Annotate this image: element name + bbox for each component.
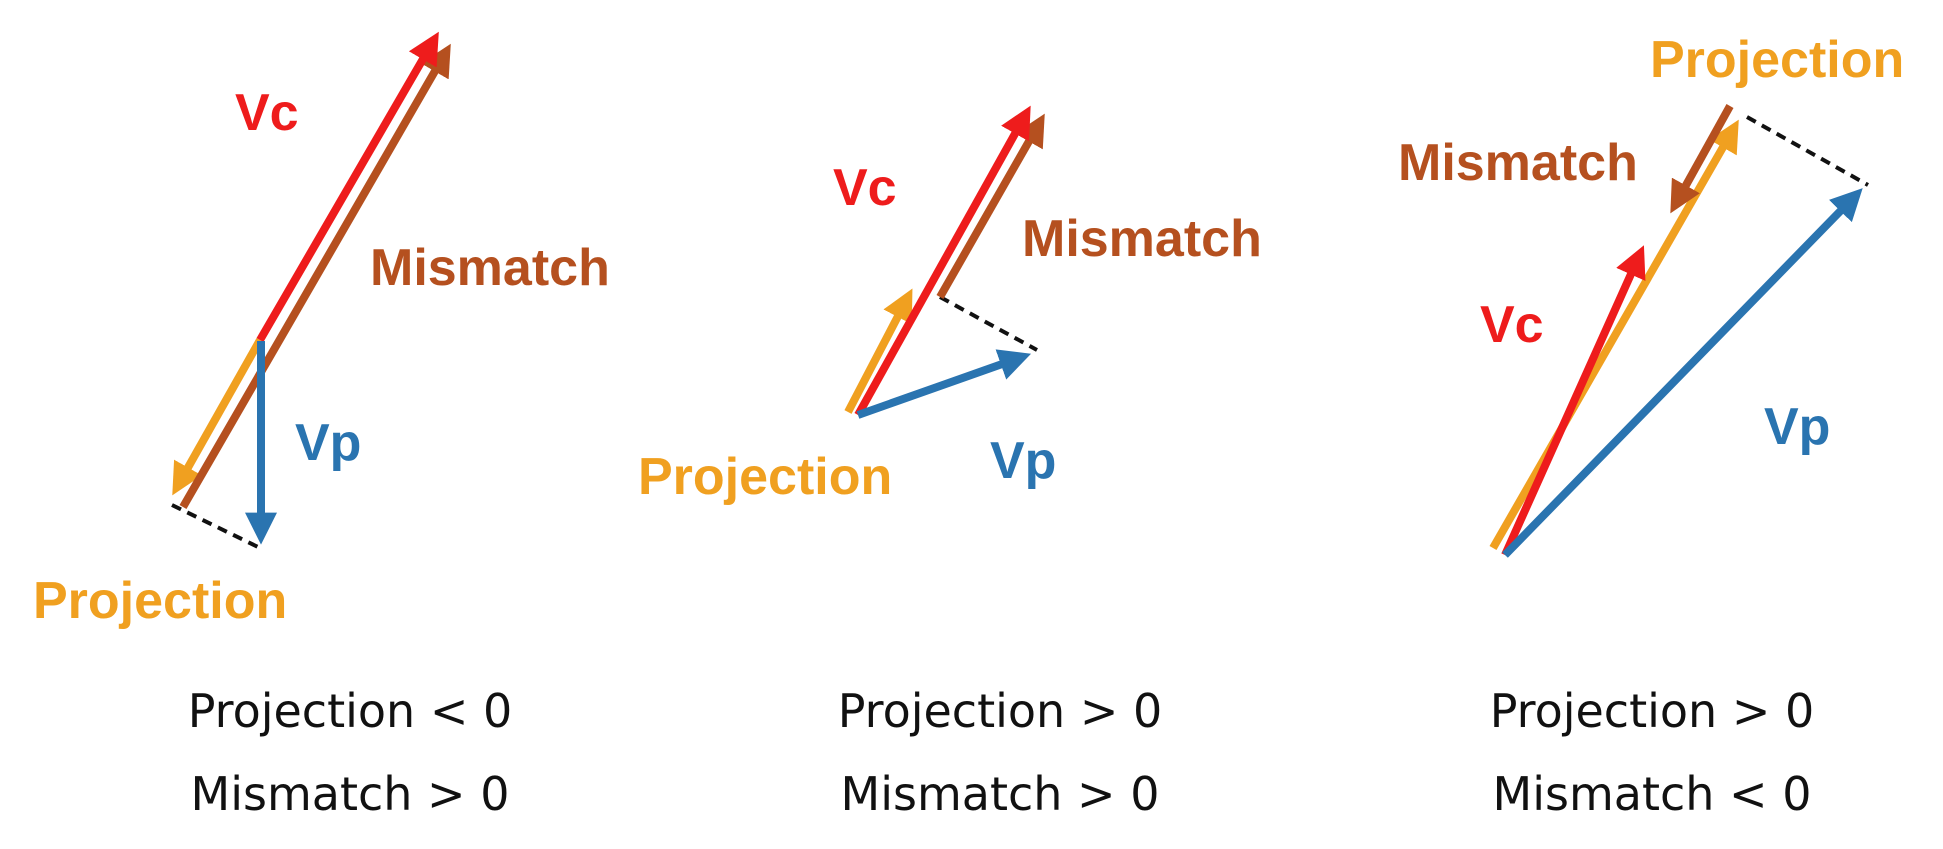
panel-3: Projection Mismatch Vc Vp Projection > 0…	[1398, 31, 1904, 821]
panel-1-caption-line1: Projection < 0	[188, 684, 513, 738]
panel-3-vp-arrow	[1502, 188, 1863, 558]
panel-2-projection-arrow	[844, 288, 913, 414]
panel-2-mismatch-label: Mismatch	[1022, 210, 1262, 268]
panel-3-dashed-line	[1746, 115, 1869, 187]
panel-1-mismatch-arrow	[179, 43, 451, 510]
panel-2: Vc Mismatch Projection Vp Projection > 0…	[638, 105, 1262, 821]
panel-1-projection-label: Projection	[33, 572, 287, 630]
panel-1-projection-arrow	[172, 338, 264, 496]
panel-1: Vc Mismatch Vp Projection Projection < 0…	[33, 31, 610, 821]
panel-3-mismatch-label: Mismatch	[1398, 134, 1638, 192]
panel-3-caption-line1: Projection > 0	[1490, 684, 1815, 738]
panel-3-vc-arrow	[1501, 245, 1646, 557]
panel-2-vp-arrow	[856, 349, 1032, 419]
panel-3-vc-label: Vc	[1480, 296, 1544, 354]
panel-2-vc-label: Vc	[833, 159, 897, 217]
panel-1-mismatch-label: Mismatch	[370, 239, 610, 297]
panel-1-dashed-line	[171, 503, 259, 549]
panel-3-mismatch-arrow	[1670, 104, 1734, 214]
panel-3-vp-label: Vp	[1764, 398, 1830, 456]
panel-3-projection-label: Projection	[1650, 31, 1904, 89]
panel-2-caption-line2: Mismatch > 0	[841, 767, 1160, 821]
panel-2-mismatch-arrow	[936, 113, 1045, 299]
panel-1-vc-arrow	[256, 31, 439, 343]
panel-2-vp-label: Vp	[990, 432, 1056, 490]
panel-1-vc-label: Vc	[235, 84, 299, 142]
panel-3-caption-line2: Mismatch < 0	[1493, 767, 1812, 821]
panel-2-vc-arrow	[854, 105, 1031, 417]
panel-2-dashed-line	[939, 295, 1038, 352]
panel-1-caption-line2: Mismatch > 0	[191, 767, 510, 821]
panel-1-vp-label: Vp	[295, 414, 361, 472]
panel-2-caption-line1: Projection > 0	[838, 684, 1163, 738]
panel-2-projection-label: Projection	[638, 448, 892, 506]
